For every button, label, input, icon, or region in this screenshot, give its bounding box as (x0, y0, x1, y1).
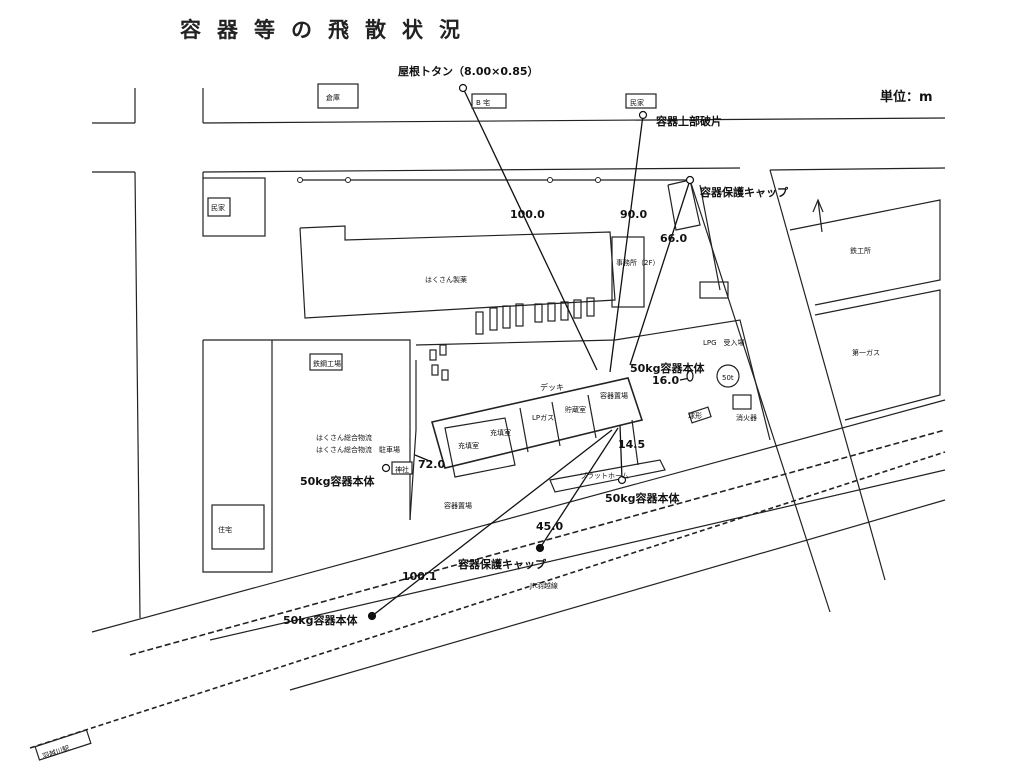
building-outline (667, 179, 701, 231)
rail-line (289, 499, 946, 691)
trajectory-cap-top (629, 179, 691, 366)
cap-bottom-label: 容器保護キャップ (457, 557, 547, 571)
rail-line (129, 429, 946, 656)
body-bottom-left-label: 50kg容器本体 (283, 613, 358, 627)
trajectory-body-left (414, 454, 433, 463)
cap-top-label: 容器保護キャップ (699, 185, 789, 199)
drum-label: 球形 (688, 411, 702, 420)
trajectory-fragment (609, 114, 644, 373)
marker-body-center (686, 370, 694, 382)
distance-fragment: 90.0 (620, 208, 647, 221)
filling2-label: 充填室 (458, 441, 479, 450)
upper-fragment-label: 容器上部破片 (655, 114, 722, 128)
road-line (134, 171, 141, 619)
boil-label: 消火器 (736, 413, 757, 422)
parking-label: はくさん総合物流 駐車場 (316, 445, 400, 454)
building-outline (211, 504, 265, 550)
marker-roof (458, 83, 468, 93)
factory-left-label: 鉄鋼工場 (313, 359, 341, 368)
body-bottom-right-label: 50kg容器本体 (605, 491, 680, 505)
marker-body-bottom-left (367, 611, 377, 621)
lp-gas-label: LPガス (532, 413, 554, 422)
site-outline (409, 360, 417, 521)
office-label: 事務所（2F） (616, 258, 659, 267)
trajectory-body-bottom-right (619, 424, 623, 481)
rail-line (29, 451, 946, 749)
distance-body-bottom-left: 100.1 (402, 570, 437, 583)
unit-label: 単位：m (880, 90, 933, 105)
road-line (202, 167, 741, 173)
road-line (769, 167, 946, 171)
lot-outline (202, 340, 273, 573)
distance-cap-bottom: 45.0 (536, 520, 563, 533)
house-b-label: B 宅 (476, 98, 490, 107)
platform (549, 459, 666, 493)
building-outline (814, 289, 941, 421)
trajectory-body-bottom-left (371, 429, 613, 617)
distance-body-left: 72.0 (418, 458, 445, 471)
marker-fragment (638, 110, 648, 120)
shrine-label: 神社 (395, 465, 409, 474)
building-outline (299, 225, 616, 319)
marker-cap-top (685, 175, 695, 185)
container-yard-label: 容器置場 (600, 391, 628, 400)
plant-building (444, 417, 516, 478)
factory-right-label: 鉄工所 (850, 246, 871, 255)
plant-building (431, 377, 644, 469)
marker-body-bottom-right (617, 475, 627, 485)
pharma-label: はくさん製薬 (425, 275, 467, 284)
rail-line (209, 469, 946, 641)
storage-label: 貯蔵室 (565, 405, 586, 414)
distance-body-bottom-right: 14.5 (618, 438, 645, 451)
roof-tin-label: 屋根トタン（8.00×0.85） (398, 64, 539, 78)
gas-room-label: 容器置場 (444, 501, 472, 510)
site-outline (415, 319, 771, 441)
distance-body-center: 16.0 (652, 374, 679, 387)
house-bottom-left-label: 住宅 (218, 525, 232, 534)
lot-outline (203, 339, 411, 520)
north-arrow-icon (812, 198, 824, 233)
distance-roof: 100.0 (510, 208, 545, 221)
box-top-left-label: 倉庫 (326, 93, 340, 102)
deck-label: デッキ (540, 382, 564, 392)
road-line (769, 169, 886, 581)
body-center-label: 50kg容器本体 (630, 361, 705, 375)
marker-body-left (381, 463, 391, 473)
trajectory-cap-bottom (539, 427, 619, 549)
marker-cap-bottom (535, 543, 545, 553)
body-left-label: 50kg容器本体 (300, 474, 375, 488)
platform-label: プラットホーム (580, 472, 629, 480)
jr-line-label: JR羽越線 (529, 581, 558, 590)
road-line (202, 117, 946, 124)
tank-label: 50t (722, 374, 734, 382)
tank-shape (716, 364, 740, 388)
second-co-label: 第一ガス (852, 348, 880, 357)
page-title: 容器等の飛散状況 (180, 17, 476, 42)
lpg-label: LPG 受入場 (703, 338, 745, 347)
minka-left-label: 民家 (211, 203, 225, 212)
rail-line (91, 399, 946, 633)
distance-cap-top: 66.0 (660, 232, 687, 245)
logistics-label: はくさん総合物流 (316, 433, 372, 442)
trajectory-roof (462, 87, 598, 371)
filling1-label: 充填室 (490, 428, 511, 437)
minka-top-label: 民家 (630, 98, 644, 107)
lot-outline (202, 177, 266, 237)
building-outline (789, 199, 941, 306)
office-building (611, 236, 645, 308)
